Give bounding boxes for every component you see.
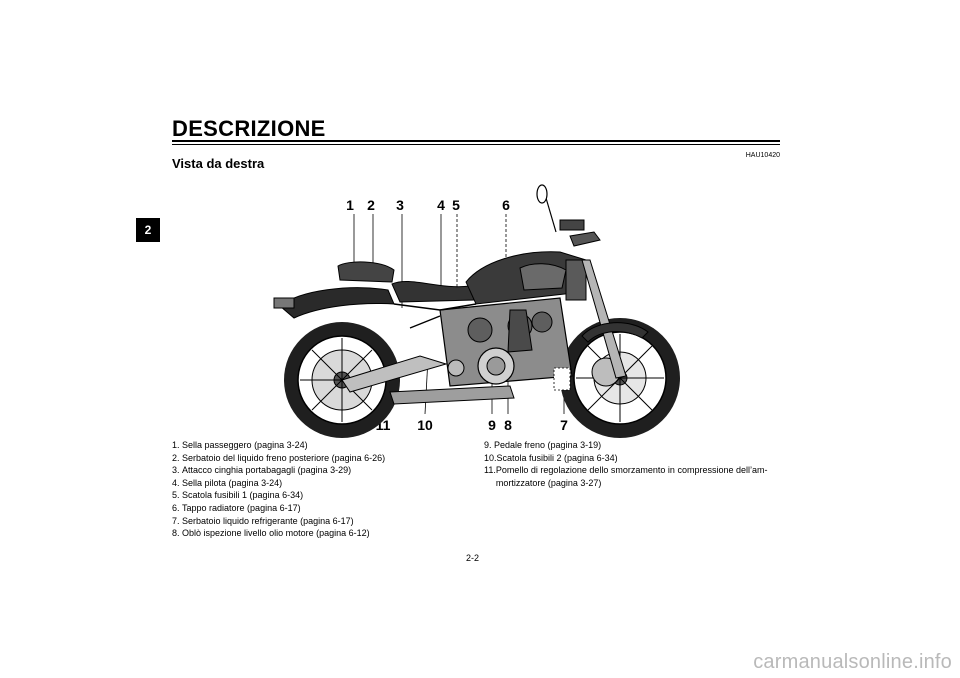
page-number: 2-2 [466, 553, 480, 563]
callout-8: 8 [504, 417, 512, 433]
list-item: 3. Attacco cinghia portabagagli (pagina … [172, 465, 352, 476]
list-item: 8. Oblò ispezione livello olio motore (p… [172, 528, 370, 539]
watermark: carmanualsonline.info [753, 651, 952, 673]
motorcycle-illustration: 1 2 3 4 5 6 11 10 9 8 7 [273, 184, 680, 438]
section-code: HAU10420 [745, 152, 780, 159]
list-item: 10.Scatola fusibili 2 (pagina 6-34) [484, 452, 618, 463]
list-item: 11.Pomello di regolazione dello smorzame… [484, 465, 768, 488]
tank-cover [465, 251, 587, 305]
list-item: 7. Serbatoio liquido refrigerante (pagin… [172, 515, 354, 526]
page-title: DESCRIZIONE [172, 116, 326, 141]
callout-4: 4 [437, 197, 445, 213]
section-subtitle: Vista da destra [172, 156, 265, 171]
callout-3: 3 [396, 197, 404, 213]
callout-10: 10 [417, 417, 433, 433]
seats [337, 261, 475, 303]
frame [393, 303, 477, 329]
list-item: 9. Pedale freno (pagina 3-19) [484, 440, 602, 450]
title-rule-thick [172, 140, 780, 142]
list-item: 2. Serbatoio del liquido freno posterior… [172, 452, 386, 463]
swingarm [341, 355, 515, 405]
list-item: 5. Scatola fusibili 1 (pagina 6-34) [172, 490, 304, 501]
callout-2: 2 [367, 197, 375, 213]
callout-9: 9 [488, 417, 496, 433]
list-item: 4. Sella pilota (pagina 3-24) [172, 477, 283, 488]
callout-7: 7 [560, 417, 568, 433]
callout-6: 6 [502, 197, 510, 213]
rear-fender [273, 287, 395, 319]
coolant-reservoir [553, 367, 571, 391]
title-rule-thin [172, 144, 780, 145]
callout-5: 5 [452, 197, 460, 213]
list-item: 1. Sella passeggero (pagina 3-24) [172, 440, 308, 450]
legend-right: 9. Pedale freno (pagina 3-19) 10.Scatola… [484, 439, 784, 489]
callout-1: 1 [346, 197, 354, 213]
legend-left: 1. Sella passeggero (pagina 3-24) 2. Ser… [172, 439, 462, 540]
callout-labels-bottom: 11 10 9 8 7 [376, 417, 569, 433]
front-fork [536, 184, 627, 379]
chapter-tab: 2 [136, 218, 160, 242]
engine [439, 297, 573, 387]
front-wheel [560, 318, 680, 438]
front-fender [581, 322, 649, 343]
list-item: 6. Tappo radiatore (pagina 6-17) [172, 502, 301, 513]
callout-labels-top: 1 2 3 4 5 6 [346, 197, 510, 213]
